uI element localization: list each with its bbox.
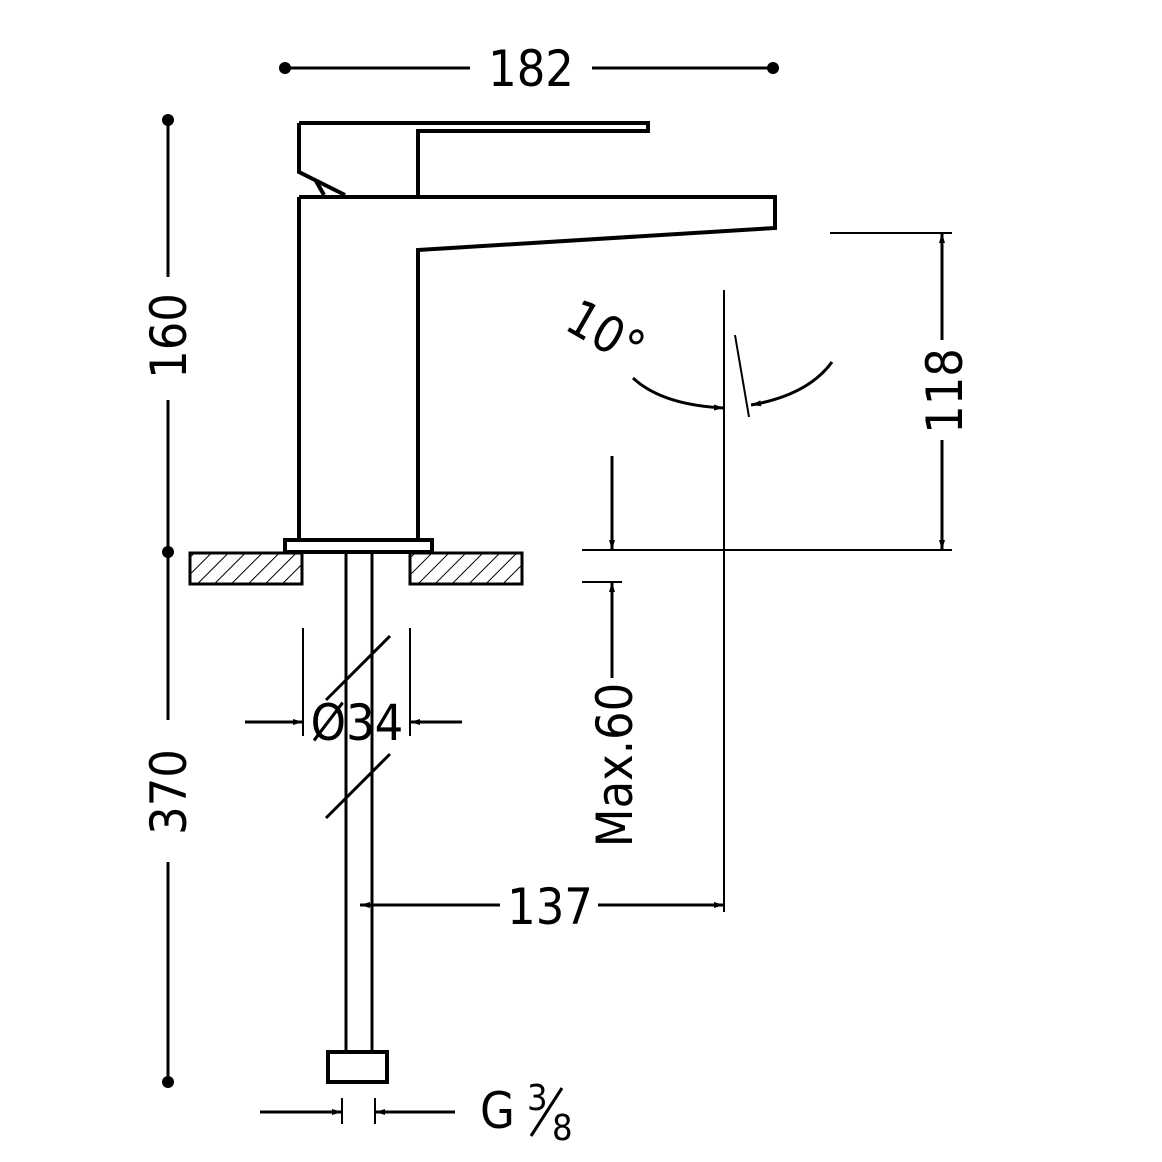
thread-numerator-label: 3 — [527, 1078, 548, 1119]
spout-reach-label: 137 — [507, 878, 593, 936]
spout-reach-dimension: 137 — [360, 290, 725, 936]
width-dimension: 182 — [279, 40, 779, 98]
pipe-diameter-label: Ø34 — [311, 694, 404, 752]
faucet-body — [283, 121, 777, 554]
deck-thickness-dimension: Max.60 — [582, 456, 644, 847]
pipe-diameter-dimension: Ø34 — [245, 628, 462, 752]
height-dimension: 160 370 — [140, 114, 198, 1088]
upper-height-label: 160 — [140, 293, 198, 379]
thread-prefix-label: G — [480, 1082, 515, 1140]
spout-clearance-label: 118 — [916, 348, 974, 434]
rotation-angle-dimension: 10° — [556, 288, 834, 418]
supply-pipe — [324, 553, 392, 1084]
spout-clearance-dimension: 118 — [582, 232, 974, 551]
deck-section — [188, 551, 524, 586]
width-label: 182 — [488, 40, 574, 98]
lower-height-label: 370 — [140, 749, 198, 835]
thread-denominator-label: 8 — [552, 1108, 573, 1149]
deck-thickness-label: Max.60 — [586, 683, 644, 848]
rotation-angle-label: 10° — [556, 288, 654, 378]
thread-dimension: G 3 8 — [260, 1078, 573, 1149]
